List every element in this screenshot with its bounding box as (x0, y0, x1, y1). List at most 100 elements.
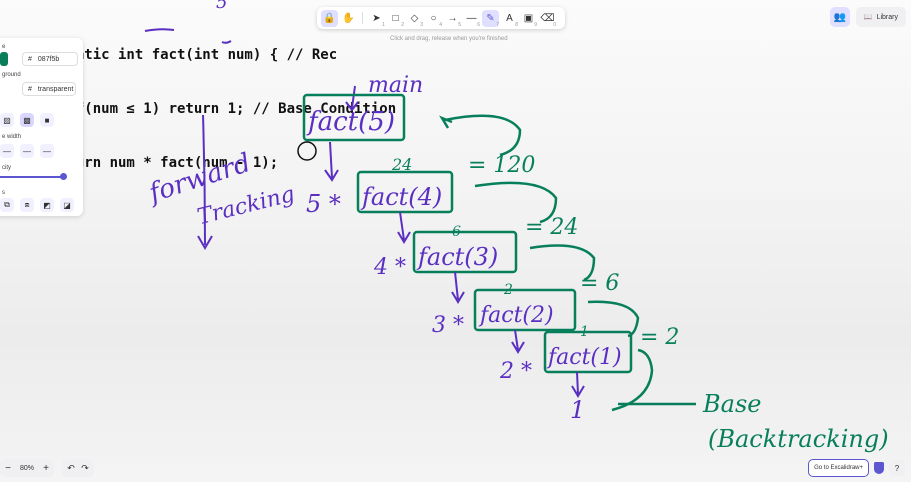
return-curve-1 (444, 114, 522, 157)
label-mul2: 2 * (499, 359, 532, 384)
label-backtracking: (Backtracking) (708, 425, 889, 453)
redo-button[interactable]: ↷ (81, 462, 89, 473)
ellipse-icon[interactable]: ○4 (430, 12, 442, 28)
label-top24: 24 (391, 155, 412, 174)
return-curve-3 (529, 244, 596, 282)
arrow-down-3 (451, 271, 465, 304)
box-fact2 (473, 288, 577, 332)
label-top2: 2 (503, 282, 513, 298)
stroke-thin-button[interactable]: — (0, 144, 14, 158)
label-eq6: = 6 (580, 271, 619, 296)
send-backward-icon[interactable]: ⧈ (20, 198, 34, 212)
hand-icon[interactable]: ✋ (342, 12, 355, 24)
eraser-icon[interactable]: ⌫0 (540, 12, 556, 28)
bottom-right-controls: Go to Excalidraw+ ? (808, 459, 905, 477)
top-right-controls: 👥 📖 Library (829, 7, 906, 27)
zoom-level[interactable]: 80% (19, 464, 34, 472)
people-icon: 👥 (833, 11, 847, 23)
pointer-cursor (297, 141, 317, 161)
label-fact4: fact(4) (360, 183, 442, 211)
underline-1 (221, 40, 232, 44)
lock-icon[interactable]: 🔒 (321, 9, 338, 27)
return-curve-2 (474, 181, 558, 224)
library-icon: 📖 (863, 14, 873, 21)
pencil-icon[interactable]: ✎7 (482, 9, 499, 28)
label-fact1: fact(1) (546, 345, 622, 370)
stroke-label: e (2, 44, 6, 50)
arrow-icon[interactable]: →5 (447, 12, 462, 28)
layer-options: ⧉ ⧈ ◩ ◪ (0, 198, 74, 212)
label-top1: 1 (580, 324, 589, 340)
label-fact3: fact(3) (416, 243, 498, 271)
stroke-color-field[interactable]: # 087f5b (22, 52, 78, 66)
zoom-out-button[interactable]: − (5, 462, 11, 474)
library-button[interactable]: 📖 Library (855, 7, 906, 27)
shield-icon[interactable] (874, 462, 884, 474)
collaborate-button[interactable]: 👥 (829, 7, 850, 27)
label-top6: 6 (452, 224, 461, 240)
bring-forward-icon[interactable]: ◩ (40, 198, 54, 212)
stroke-color-value: 087f5b (37, 55, 60, 63)
stroke-bold-button[interactable]: — (20, 144, 34, 158)
label-base-one: 1 (570, 396, 585, 424)
arrow-down-4 (511, 329, 525, 354)
label-eq24: = 24 (525, 215, 578, 240)
arrow-forward (197, 114, 213, 250)
zoom-controls: − 80% + (0, 459, 54, 477)
label-mul5: 5 * (306, 190, 341, 218)
bottom-left-controls: − 80% + ↶ ↷ (0, 459, 94, 477)
label-base: Base (702, 390, 761, 418)
box-fact3 (412, 230, 518, 274)
box-fact5 (302, 93, 406, 142)
stroke-extra-bold-button[interactable]: — (40, 144, 54, 158)
fill-options: ▨ ▩ ■ (0, 113, 54, 127)
background-color-field[interactable]: # transparent (22, 82, 76, 96)
bring-to-front-icon[interactable]: ◪ (60, 198, 74, 212)
label-fact2: fact(2) (478, 303, 554, 328)
history-controls: ↶ ↷ (62, 459, 94, 477)
label-fact5: fact(5) (306, 107, 395, 137)
fill-crosshatch-button[interactable]: ▩ (20, 113, 34, 127)
arrow-down-2 (397, 211, 411, 244)
box-fact4 (356, 170, 454, 214)
undo-button[interactable]: ↶ (67, 462, 75, 473)
goto-excalidraw-plus-button[interactable]: Go to Excalidraw+ (808, 459, 869, 477)
line-icon[interactable]: —6 (466, 12, 481, 28)
arrow-down-1 (324, 141, 339, 182)
background-label: ground (2, 72, 21, 78)
image-icon[interactable]: ▣9 (523, 12, 537, 28)
fill-hachure-button[interactable]: ▨ (0, 113, 14, 127)
return-curve-4 (587, 300, 640, 338)
send-to-back-icon[interactable]: ⧉ (0, 198, 14, 212)
underline-fact (144, 28, 175, 32)
stroke-width-label: e width (2, 134, 22, 140)
opacity-slider[interactable] (0, 176, 64, 178)
arrow-main (345, 85, 359, 112)
fill-solid-button[interactable]: ■ (40, 113, 54, 127)
canvas-hint: Click and drag, release when you're fini… (390, 36, 508, 42)
label-mul3: 3 * (432, 313, 464, 338)
opacity-slider-knob[interactable] (60, 173, 67, 180)
label-eq2: = 2 (640, 325, 679, 350)
label-eq120: = 120 (468, 153, 535, 178)
library-label: Library (876, 13, 898, 21)
zoom-in-button[interactable]: + (43, 462, 49, 474)
opacity-label: city (2, 165, 11, 171)
annotation-5: 5 (216, 0, 227, 13)
properties-panel: e # 087f5b ground # transparent ▨ ▩ ■ e … (0, 38, 83, 216)
arrow-down-5 (571, 371, 585, 398)
layers-label: s (2, 190, 5, 196)
box-fact1 (543, 330, 633, 374)
label-mul4: 4 * (373, 255, 406, 280)
selection-icon[interactable]: ➤1 (372, 12, 385, 28)
stroke-swatch[interactable] (0, 52, 8, 66)
diamond-icon[interactable]: ◇3 (410, 12, 423, 28)
rectangle-icon[interactable]: □2 (392, 12, 404, 28)
stroke-width-options: — — — (0, 144, 54, 158)
help-button[interactable]: ? (889, 460, 905, 476)
background-color-value: transparent (37, 85, 74, 93)
